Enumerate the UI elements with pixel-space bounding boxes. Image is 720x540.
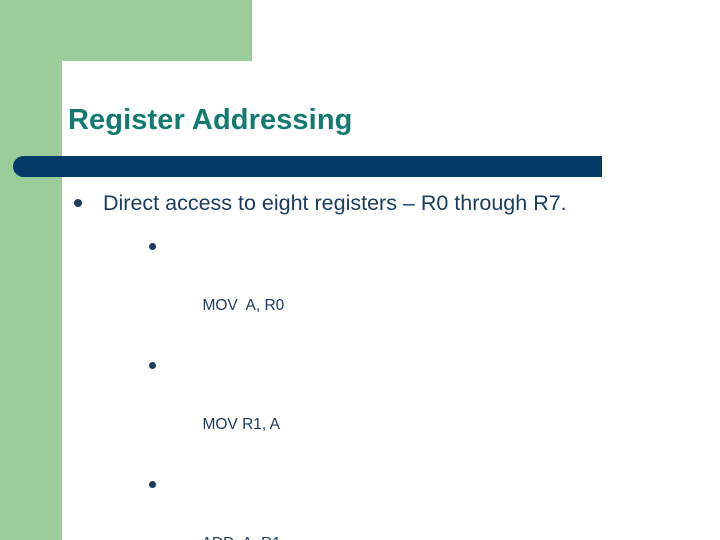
instruction-list: MOV A, R0 MOV R1, A ADD A, R1 (0, 232, 720, 540)
bullet-marker-icon (149, 361, 156, 369)
page-title: Register Addressing (68, 104, 353, 136)
list-item: MOV A, R0 (0, 232, 720, 351)
bullet-level1-main: Direct access to eight registers – R0 th… (0, 190, 720, 218)
bullet-level1-text: Direct access to eight registers – R0 th… (103, 191, 567, 215)
navy-title-divider-bar (13, 156, 602, 177)
instruction-text: MOV A, R0 (202, 297, 285, 315)
instruction-text: MOV R1, A (202, 416, 280, 434)
white-content-panel (62, 61, 720, 540)
bullet-marker-icon (149, 480, 156, 488)
list-item: MOV R1, A (0, 351, 720, 470)
bullet-marker-icon (149, 242, 156, 250)
green-top-block (0, 0, 252, 61)
green-left-column (0, 0, 62, 540)
instruction-text: ADD A, R1 (202, 535, 281, 540)
list-item: ADD A, R1 (0, 470, 720, 540)
bullet-marker-icon (74, 199, 82, 207)
slide-body: Direct access to eight registers – R0 th… (0, 190, 720, 540)
